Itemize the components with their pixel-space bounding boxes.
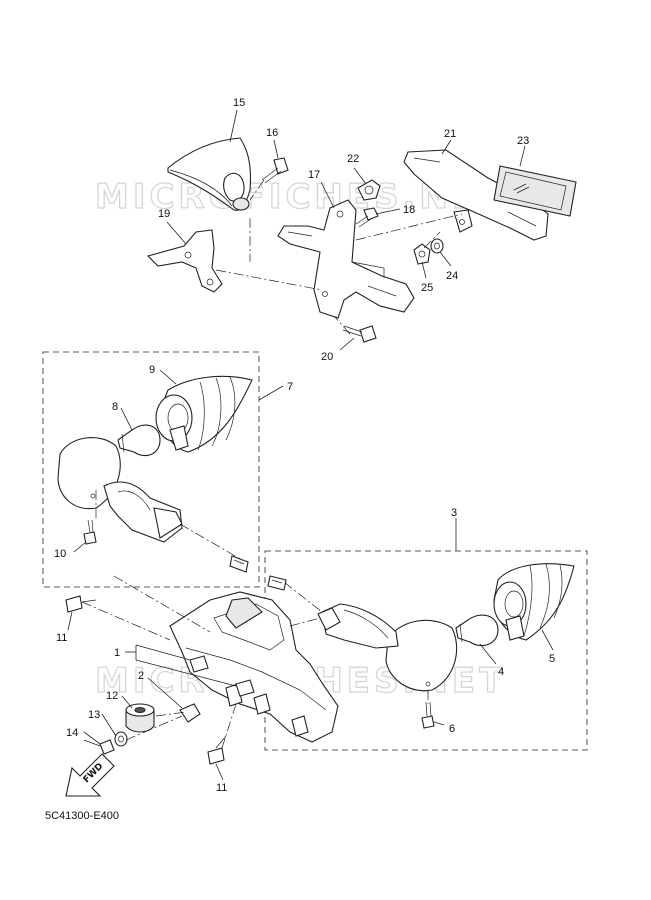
screw-16 (261, 157, 289, 184)
callout-3: 3 (451, 507, 457, 519)
diagram-code: 5C41300-E400 (45, 810, 119, 822)
nut-22 (357, 179, 381, 201)
damper-12 (125, 703, 155, 733)
nut-25 (413, 243, 431, 265)
forward-arrow-icon: FWD (65, 753, 115, 797)
callout-21: 21 (444, 128, 456, 140)
callout-15: 15 (233, 97, 245, 109)
callout-17: 17 (308, 169, 320, 181)
license-plate-stay (403, 149, 549, 241)
callout-5: 5 (549, 653, 555, 665)
bolt-14 (83, 739, 115, 755)
license-plate-bracket (277, 199, 415, 319)
collar-1 (189, 655, 255, 697)
callout-10: 10 (54, 548, 66, 560)
callout-20: 20 (321, 351, 333, 363)
callout-11-upper: 11 (56, 632, 67, 644)
callout-6: 6 (449, 723, 455, 735)
screw-11-upper (65, 595, 97, 613)
left-signal-assembly-frame (42, 351, 260, 588)
reflector (493, 165, 577, 217)
callout-1: 1 (114, 647, 120, 659)
left-signal-connector (229, 555, 249, 573)
callout-18: 18 (403, 204, 415, 216)
washer-24 (430, 238, 444, 254)
right-signal-connector (267, 575, 287, 591)
right-signal-bulb (455, 614, 499, 647)
callout-14: 14 (66, 727, 78, 739)
screw-11-lower (207, 735, 227, 765)
license-light-cover (167, 137, 252, 211)
bushing-2 (179, 703, 201, 723)
license-light-bracket (146, 229, 223, 293)
callout-25: 25 (421, 282, 433, 294)
callout-4: 4 (498, 666, 504, 678)
right-signal-housing (317, 603, 458, 692)
bolt-18 (355, 207, 379, 228)
callout-11-lower: 11 (216, 782, 227, 794)
leader-lines (67, 109, 554, 781)
left-signal-housing (57, 437, 183, 543)
callout-8: 8 (112, 401, 118, 413)
callout-19: 19 (158, 208, 170, 220)
left-signal-bulb (117, 424, 161, 457)
callout-24: 24 (446, 270, 458, 282)
callout-9: 9 (149, 364, 155, 376)
callout-22: 22 (347, 153, 359, 165)
washer-13 (114, 731, 128, 747)
left-signal-lens (155, 375, 253, 453)
callout-23: 23 (517, 135, 529, 147)
callout-16: 16 (266, 127, 278, 139)
callout-12: 12 (106, 690, 118, 702)
bolt-20 (342, 325, 377, 343)
callout-2: 2 (138, 670, 144, 682)
screw-10 (83, 519, 97, 545)
screw-6 (421, 701, 435, 729)
callout-labels: 15 16 19 17 22 18 21 23 24 25 20 7 9 8 1… (54, 97, 555, 794)
right-signal-lens (493, 563, 575, 641)
callout-13: 13 (88, 709, 100, 721)
callout-7: 7 (287, 381, 293, 393)
rear-signal-bracket (169, 591, 339, 743)
